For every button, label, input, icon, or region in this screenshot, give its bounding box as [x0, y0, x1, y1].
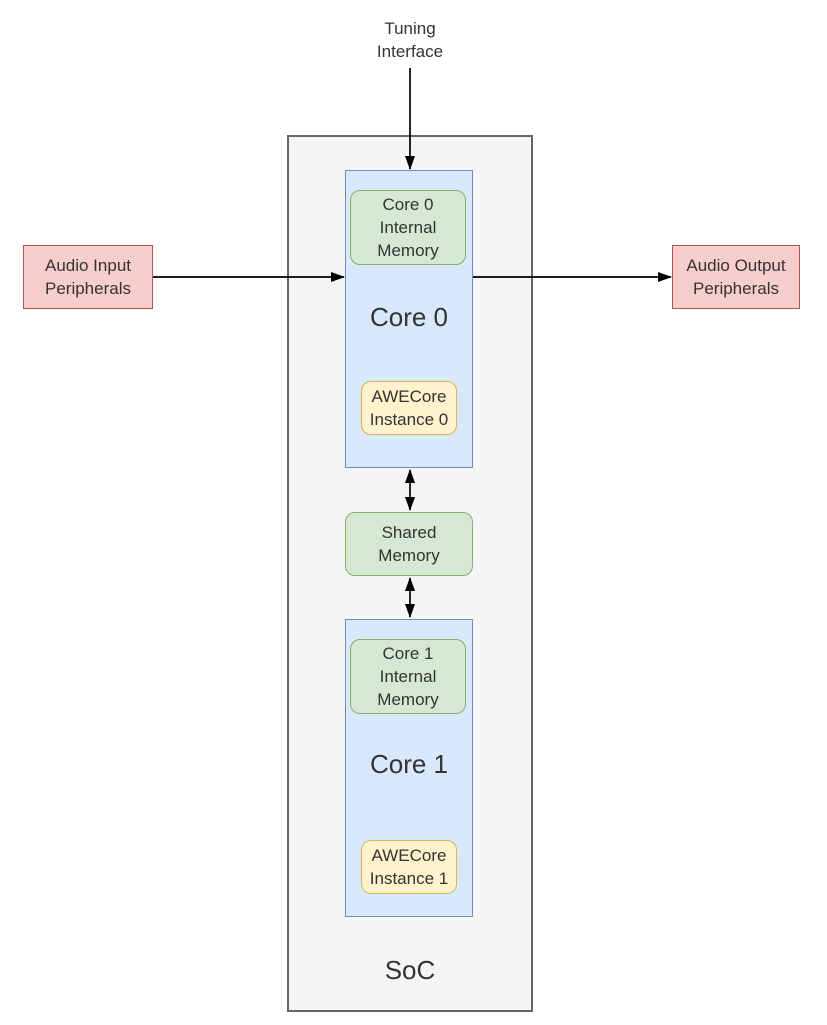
- awecore-instance0-label: AWECore Instance 0: [369, 387, 449, 429]
- audio-output-peripherals-label: Audio Output Peripherals: [686, 256, 786, 298]
- shared-memory-label: Shared Memory: [378, 523, 440, 565]
- awecore-instance1-node: AWECore Instance 1: [361, 840, 457, 894]
- core1-internal-memory-node: Core 1 Internal Memory: [350, 639, 466, 714]
- core0-internal-memory-node: Core 0 Internal Memory: [350, 190, 466, 265]
- audio-output-peripherals-node: Audio Output Peripherals: [672, 245, 800, 309]
- awecore-instance1-label: AWECore Instance 1: [369, 846, 449, 888]
- soc-node: Core 0 Internal Memory Core 0 AWECore In…: [287, 135, 533, 1012]
- awecore-instance0-node: AWECore Instance 0: [361, 381, 457, 435]
- core1-internal-memory-label: Core 1 Internal Memory: [377, 644, 439, 709]
- soc-label: SoC: [384, 955, 436, 985]
- audio-input-peripherals-label: Audio Input Peripherals: [44, 256, 131, 298]
- core1-node: Core 1 Internal Memory Core 1 AWECore In…: [345, 619, 473, 917]
- core0-node: Core 0 Internal Memory Core 0 AWECore In…: [345, 170, 473, 468]
- core0-label: Core 0: [369, 302, 449, 332]
- core1-label: Core 1: [369, 749, 449, 779]
- audio-input-peripherals-node: Audio Input Peripherals: [23, 245, 153, 309]
- core0-internal-memory-label: Core 0 Internal Memory: [377, 195, 439, 260]
- shared-memory-node: Shared Memory: [345, 512, 473, 576]
- tuning-interface-label: Tuning Interface: [376, 19, 444, 61]
